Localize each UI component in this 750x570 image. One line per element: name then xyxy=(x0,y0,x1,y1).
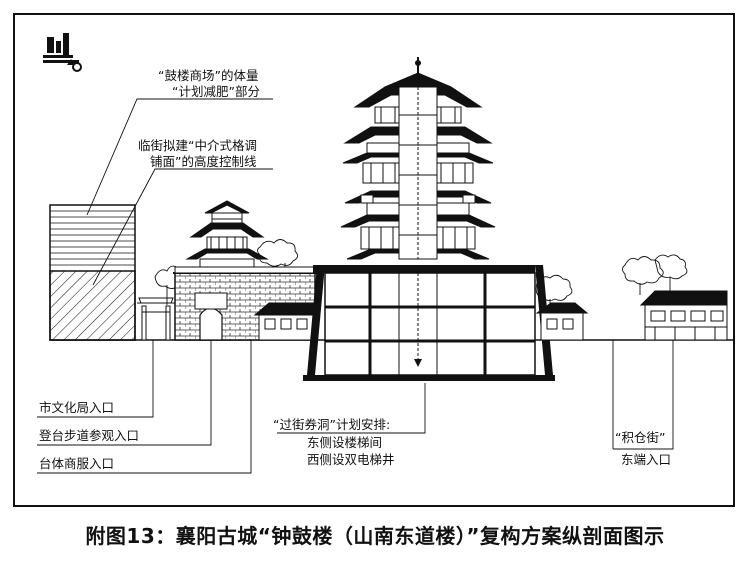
label-stair-path-entrance: 登台步道参观入口 xyxy=(39,428,140,443)
label-culture-bureau-entrance: 市文化局入口 xyxy=(39,400,115,415)
label-arcade-plan-east: 东侧设楼梯间 xyxy=(307,435,383,450)
annotation-street-height-2: 铺面”的高度控制线 xyxy=(150,154,257,169)
label-east-end-entrance: 东端入口 xyxy=(621,452,672,467)
label-jicang-street: “积仓街” xyxy=(615,430,666,445)
main-tower xyxy=(340,57,496,260)
label-arcade-plan-west: 西侧设双电梯井 xyxy=(307,452,395,467)
leader-lines xyxy=(37,98,674,474)
tree-right-2 xyxy=(622,254,688,295)
annotation-drum-tower-volume-1: “鼓楼商场”的体量 xyxy=(158,68,259,83)
drum-tower-mall-block xyxy=(49,204,136,341)
drawing-frame: “鼓楼商场”的体量 “计划减肥”部分 临街拟建“中介式格调 铺面”的高度控制线 … xyxy=(13,13,735,507)
tower-platform xyxy=(303,265,555,381)
right-street-houses xyxy=(639,290,728,341)
annotation-drum-tower-volume-2: “计划减肥”部分 xyxy=(172,84,260,99)
logo-icon xyxy=(43,33,82,72)
label-platform-shops-entrance: 台体商服入口 xyxy=(39,456,115,471)
label-arcade-plan-title: “过街券洞”计划安排: xyxy=(273,417,391,432)
right-small-house xyxy=(535,302,589,341)
annotation-street-height-1: 临街拟建“中介式格调 xyxy=(138,138,257,153)
low-house xyxy=(253,302,316,341)
section-drawing xyxy=(37,33,735,474)
small-tower xyxy=(185,200,269,268)
small-gate xyxy=(137,297,175,341)
figure-caption: 附图13：襄阳古城“钟鼓楼（山南东道楼）”复构方案纵剖面图示 xyxy=(85,524,665,548)
